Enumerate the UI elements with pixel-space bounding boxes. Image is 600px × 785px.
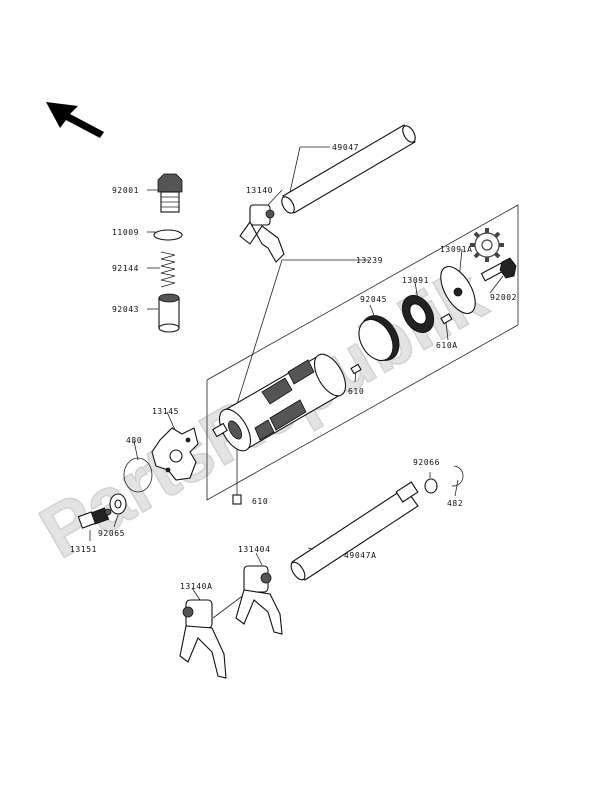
washer-92065: [109, 493, 127, 515]
label-610-lower: 610: [252, 497, 268, 506]
shift-rod-lower: [290, 481, 419, 581]
pin-610: [350, 363, 362, 375]
label-92002: 92002: [490, 293, 517, 302]
shift-fork-lower: [179, 599, 227, 679]
shift-fork-upper: [239, 204, 285, 263]
label-13239: 13239: [356, 256, 383, 265]
gasket: [153, 229, 183, 241]
label-13091: 13091: [402, 276, 429, 285]
shift-drum: [212, 353, 347, 452]
collar-92066: [424, 478, 438, 494]
label-13151: 13151: [70, 545, 97, 554]
pin-610-lower: [232, 494, 242, 505]
plate-13091a: [440, 266, 476, 314]
label-480: 480: [126, 436, 142, 445]
pin-610a: [440, 313, 453, 325]
direction-arrow-icon: [46, 102, 104, 138]
cam-plate: [151, 427, 199, 481]
label-13140: 13140: [246, 186, 273, 195]
bolt-92002: [480, 257, 517, 282]
label-610: 610: [348, 387, 364, 396]
plug-bolt: [157, 173, 183, 213]
gear-icon: [470, 228, 504, 262]
part-labels: 49047 13140 92001 11009 92144 92043 1323…: [70, 143, 517, 591]
label-92001: 92001: [112, 186, 139, 195]
label-13091a: 13091A: [440, 245, 473, 254]
circlip-480: [123, 457, 153, 493]
shift-fork-middle: [235, 565, 283, 635]
label-92045: 92045: [360, 295, 387, 304]
circlip-482: [451, 465, 464, 487]
label-131404: 131404: [238, 545, 271, 554]
holder-13091: [401, 294, 435, 334]
label-610a: 610A: [436, 341, 458, 350]
label-49047a: 49047A: [344, 551, 377, 560]
label-92144: 92144: [112, 264, 139, 273]
label-49047: 49047: [332, 143, 359, 152]
label-11009: 11009: [112, 228, 139, 237]
neutral-switch: [77, 507, 112, 529]
spring: [160, 251, 176, 288]
label-13140a: 13140A: [180, 582, 213, 591]
label-482: 482: [447, 499, 463, 508]
label-92065: 92065: [98, 529, 125, 538]
label-92043: 92043: [112, 305, 139, 314]
label-13145: 13145: [152, 407, 179, 416]
label-92066: 92066: [413, 458, 440, 467]
bearing: [358, 315, 400, 362]
shift-rod-upper: [281, 124, 416, 214]
pin-92043: [158, 293, 180, 333]
